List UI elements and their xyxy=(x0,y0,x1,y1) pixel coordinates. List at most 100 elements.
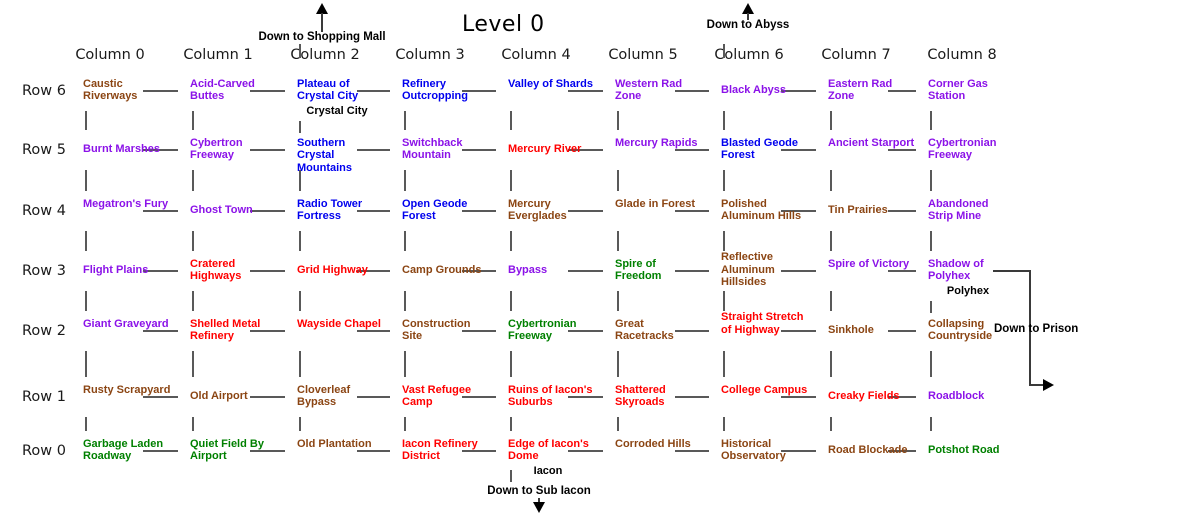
grid-cell-r5-c2[interactable]: Cloverleaf Bypass xyxy=(297,383,351,409)
grid-cell-r2-c8[interactable]: Abandoned Strip Mine xyxy=(928,197,989,223)
connector-v-c4-r4 xyxy=(510,351,512,377)
connector-v-c8-r2 xyxy=(930,231,932,251)
grid-cell-r0-c8[interactable]: Corner Gas Station xyxy=(928,77,988,103)
grid-cell-r1-c1[interactable]: Cybertron Freeway xyxy=(190,136,243,162)
grid-cell-r5-c0[interactable]: Rusty Scrapyard xyxy=(83,383,171,396)
grid-cell-r3-c0[interactable]: Flight Plains xyxy=(83,263,149,276)
grid-cell-r4-c0[interactable]: Giant Graveyard xyxy=(83,317,169,330)
grid-cell-r3-c3[interactable]: Camp Grounds xyxy=(402,263,482,276)
grid-cell-r3-c1[interactable]: Cratered Highways xyxy=(190,257,242,283)
connector-h-r6-c7 xyxy=(888,450,916,452)
grid-cell-r6-c5[interactable]: Corroded Hills xyxy=(615,437,691,450)
exit-arrow-abyss xyxy=(742,3,754,14)
grid-cell-r4-c3[interactable]: Construction Site xyxy=(402,317,471,343)
grid-cell-r5-c8[interactable]: Roadblock xyxy=(928,389,985,402)
connector-v-c7-r4 xyxy=(830,351,832,377)
grid-cell-r0-c2[interactable]: Plateau of Crystal City xyxy=(297,77,359,103)
connector-v-c3-r5 xyxy=(404,417,406,431)
grid-cell-r2-c3[interactable]: Open Geode Forest xyxy=(402,197,468,223)
grid-cell-r1-c0[interactable]: Burnt Marshes xyxy=(83,142,161,155)
grid-cell-r4-c1[interactable]: Shelled Metal Refinery xyxy=(190,317,261,343)
connector-h-r4-c2 xyxy=(357,330,390,332)
grid-cell-r0-c1[interactable]: Acid-Carved Buttes xyxy=(190,77,255,103)
grid-cell-r6-c7[interactable]: Road Blockade xyxy=(828,443,908,456)
grid-cell-r3-c2[interactable]: Grid Highway xyxy=(297,263,368,276)
connector-v-c0-r5 xyxy=(85,417,87,431)
grid-cell-r3-c6[interactable]: Reflective Aluminum Hillsides xyxy=(721,251,775,289)
connector-v-c7-r5 xyxy=(830,417,832,431)
grid-cell-r2-c2[interactable]: Radio Tower Fortress xyxy=(297,197,363,223)
grid-cell-r4-c8[interactable]: Collapsing Countryside xyxy=(928,317,993,343)
connector-v-c7-r0 xyxy=(830,111,832,130)
grid-cell-r5-c7[interactable]: Creaky Fields xyxy=(828,389,900,402)
grid-cell-r1-c6[interactable]: Blasted Geode Forest xyxy=(721,136,799,162)
grid-cell-r4-c2[interactable]: Wayside Chapel xyxy=(297,317,381,330)
exit-path-prison-vert xyxy=(1029,270,1031,386)
grid-cell-r2-c6[interactable]: Polished Aluminum Hills xyxy=(721,197,802,223)
grid-cell-r0-c5[interactable]: Western Rad Zone xyxy=(615,77,683,103)
grid-cell-r4-c5[interactable]: Great Racetracks xyxy=(615,317,674,343)
row-header-1: Row 5 xyxy=(22,142,66,158)
grid-cell-r1-c8[interactable]: Cybertronian Freeway xyxy=(928,136,997,162)
connector-v-c8-r5 xyxy=(930,417,932,431)
grid-cell-r3-c5[interactable]: Spire of Freedom xyxy=(615,257,662,283)
grid-cell-r4-c4[interactable]: Cybertronian Freeway xyxy=(508,317,577,343)
grid-cell-r6-c3[interactable]: Iacon Refinery District xyxy=(402,437,478,463)
grid-cell-r1-c3[interactable]: Switchback Mountain xyxy=(402,136,463,162)
grid-cell-r1-c5[interactable]: Mercury Rapids xyxy=(615,136,698,149)
grid-cell-r2-c5[interactable]: Glade in Forest xyxy=(615,197,696,210)
grid-cell-r5-c4[interactable]: Ruins of Iacon's Suburbs xyxy=(508,383,593,409)
grid-cell-r2-c0[interactable]: Megatron's Fury xyxy=(83,197,169,210)
grid-cell-r6-c4[interactable]: Edge of Iacon's Dome xyxy=(508,437,589,463)
grid-cell-r5-c6[interactable]: College Campus xyxy=(721,383,808,396)
exit-path-prison-top xyxy=(993,270,1031,272)
grid-cell-r5-c3[interactable]: Vast Refugee Camp xyxy=(402,383,472,409)
exit-stem-sub-iacon xyxy=(538,498,540,504)
connector-v-c5-r2 xyxy=(617,231,619,251)
connector-h-r2-c4 xyxy=(568,210,603,212)
grid-cell-r1-c2[interactable]: Southern Crystal Mountains xyxy=(297,136,352,174)
grid-cell-r3-c4[interactable]: Bypass xyxy=(508,263,548,276)
grid-cell-r0-c0[interactable]: Caustic Riverways xyxy=(83,77,138,103)
connector-h-r1-c1 xyxy=(250,149,285,151)
connector-h-r5-c1 xyxy=(250,396,285,398)
column-header-0: Column 0 xyxy=(75,47,145,63)
grid-cell-r6-c8[interactable]: Potshot Road xyxy=(928,443,1000,456)
row-header-6: Row 0 xyxy=(22,443,66,459)
connector-h-r2-c2 xyxy=(357,210,390,212)
connector-v-c8-r3 xyxy=(930,301,932,313)
connector-v-c4-r1 xyxy=(510,170,512,191)
connector-v-c1-r3 xyxy=(192,291,194,311)
grid-cell-r0-c6[interactable]: Black Abyss xyxy=(721,83,787,96)
grid-cell-r3-c7[interactable]: Spire of Victory xyxy=(828,257,910,270)
grid-cell-r4-c7[interactable]: Sinkhole xyxy=(828,323,874,336)
grid-cell-r0-c3[interactable]: Refinery Outcropping xyxy=(402,77,468,103)
grid-cell-r5-c5[interactable]: Shattered Skyroads xyxy=(615,383,666,409)
connector-v-c1-r1 xyxy=(192,170,194,191)
grid-cell-r2-c1[interactable]: Ghost Town xyxy=(190,203,253,216)
column-header-7: Column 7 xyxy=(821,47,891,63)
grid-cell-r2-c7[interactable]: Tin Prairies xyxy=(828,203,888,216)
grid-cell-r3-c8[interactable]: Shadow of Polyhex xyxy=(928,257,984,283)
connector-v-c0-r2 xyxy=(85,231,87,251)
connector-v-c3-r3 xyxy=(404,291,406,311)
grid-cell-r1-c7[interactable]: Ancient Starport xyxy=(828,136,915,149)
grid-cell-r6-c6[interactable]: Historical Observatory xyxy=(721,437,786,463)
grid-cell-r0-c4[interactable]: Valley of Shards xyxy=(508,77,593,90)
connector-v-c2-r0 xyxy=(299,121,301,133)
grid-cell-r2-c4[interactable]: Mercury Everglades xyxy=(508,197,567,223)
connector-h-r0-c2 xyxy=(357,90,390,92)
connector-v-c6-r2 xyxy=(723,231,725,251)
grid-cell-r4-c6[interactable]: Straight Stretch of Highway xyxy=(721,311,804,336)
grid-cell-r6-c0[interactable]: Garbage Laden Roadway xyxy=(83,437,164,463)
grid-cell-r6-c1[interactable]: Quiet Field By Airport xyxy=(190,437,264,463)
grid-cell-r5-c1[interactable]: Old Airport xyxy=(190,389,248,402)
grid-cell-r1-c4[interactable]: Mercury River xyxy=(508,142,582,155)
connector-h-r2-c6 xyxy=(781,210,816,212)
grid-cell-r6-c2[interactable]: Old Plantation xyxy=(297,437,372,450)
connector-h-r0-c5 xyxy=(675,90,709,92)
connector-exit-stem-col2 xyxy=(299,44,301,58)
connector-h-r5-c4 xyxy=(568,396,603,398)
grid-cell-r0-c7[interactable]: Eastern Rad Zone xyxy=(828,77,893,103)
